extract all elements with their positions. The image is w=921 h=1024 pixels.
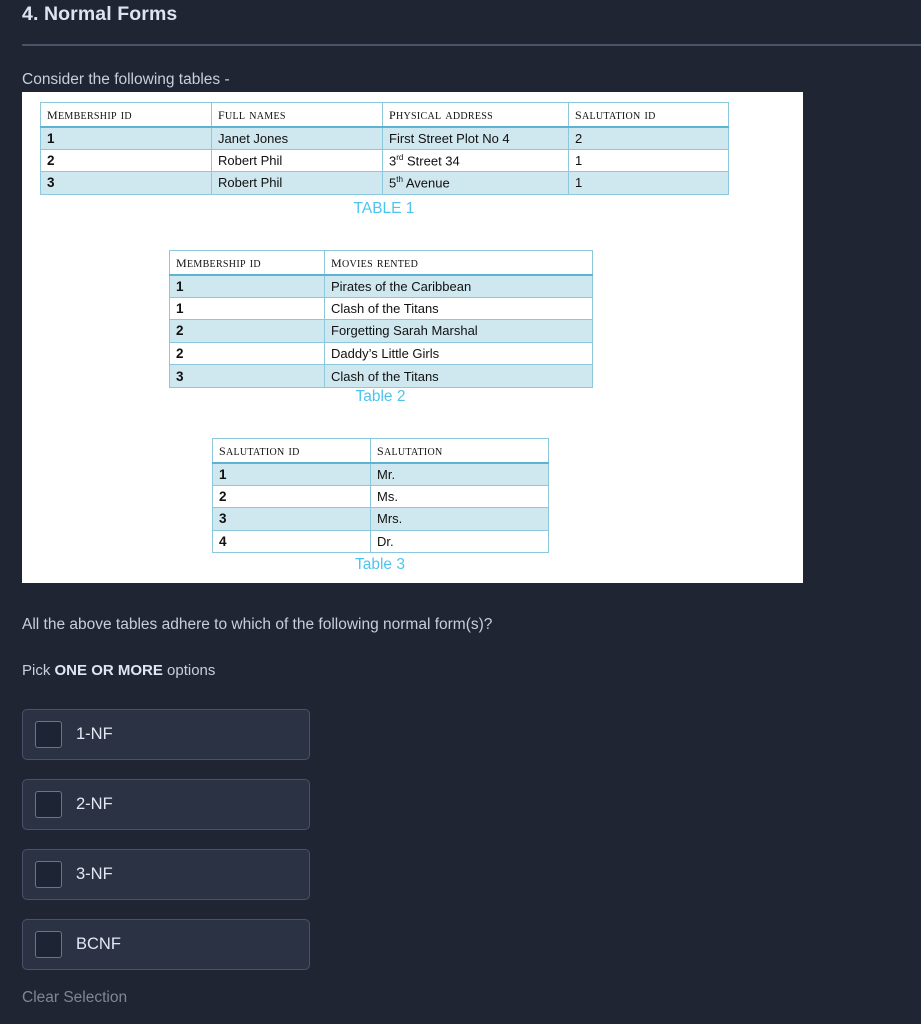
consider-text: Consider the following tables - [22,71,230,88]
figure-table-3: Salutation ID Salutation 1 Mr. 2 Ms. 3 M… [212,438,549,554]
table-row: 3 Mrs. [212,507,549,531]
figure-panel: Membership id Full names Physical Addres… [22,92,803,583]
column-header: Membership id [40,102,212,128]
pick-suffix: options [162,662,216,679]
table-row: 3 Robert Phil 5th Avenue 1 [40,171,729,195]
pick-instruction: Pick ONE OR MORE options [22,662,215,679]
column-header: Salutation [370,438,549,464]
table-header-row: Salutation ID Salutation [212,438,549,464]
question-text: All the above tables adhere to which of … [22,616,493,633]
option-1-nf[interactable]: 1-NF [22,709,310,760]
checkbox-icon[interactable] [35,721,62,748]
table-row: 2 Daddy’s Little Girls [169,341,593,366]
cell-address: 5th Avenue [382,171,569,195]
option-label: 1-NF [76,725,113,743]
option-label: BCNF [76,935,121,953]
table-row: 2 Robert Phil 3rd Street 34 1 [40,148,729,173]
table-3-caption: Table 3 [355,556,405,573]
cell-membership-id: 2 [169,319,325,343]
table-row: 1 Clash of the Titans [169,296,593,321]
cell-movie: Pirates of the Caribbean [324,274,593,298]
table-header-row: Membership id Movies rented [169,250,593,276]
cell-address: First Street Plot No 4 [382,126,569,150]
cell-membership-id: 3 [40,171,212,195]
table-row: 2 Ms. [212,484,549,509]
column-header: Membership id [169,250,325,276]
cell-salutation-id: 2 [212,484,371,509]
figure-table-2: Membership id Movies rented 1 Pirates of… [169,250,593,388]
cell-salutation-id: 2 [568,126,729,150]
cell-salutation-id: 3 [212,507,371,531]
checkbox-icon[interactable] [35,931,62,958]
cell-movie: Clash of the Titans [324,296,593,321]
option-2-nf[interactable]: 2-NF [22,779,310,830]
table-1-caption: TABLE 1 [353,200,415,217]
column-header: Physical Address [382,102,569,128]
page-title: 4. Normal Forms [22,3,178,25]
cell-salutation: Dr. [370,529,549,554]
option-bcnf[interactable]: BCNF [22,919,310,970]
cell-salutation-id: 4 [212,529,371,554]
table-row: 3 Clash of the Titans [169,364,593,388]
cell-salutation: Mrs. [370,507,549,531]
option-label: 3-NF [76,865,113,883]
table-row: 1 Janet Jones First Street Plot No 4 2 [40,126,729,150]
cell-salutation: Mr. [370,462,549,486]
cell-salutation-id: 1 [568,171,729,195]
clear-selection-button[interactable]: Clear Selection [22,989,128,1006]
table-header-row: Membership id Full names Physical Addres… [40,102,729,128]
cell-movie: Forgetting Sarah Marshal [324,319,593,343]
cell-salutation-id: 1 [212,462,371,486]
options-list: 1-NF 2-NF 3-NF BCNF [22,709,310,989]
cell-full-name: Robert Phil [211,148,383,173]
cell-full-name: Janet Jones [211,126,383,150]
table-row: 4 Dr. [212,529,549,554]
cell-full-name: Robert Phil [211,171,383,195]
pick-emphasis: ONE OR MORE [54,662,163,679]
column-header: Movies rented [324,250,593,276]
table-row: 2 Forgetting Sarah Marshal [169,319,593,343]
header-divider [22,44,921,46]
cell-membership-id: 1 [169,274,325,298]
cell-movie: Clash of the Titans [324,364,593,388]
cell-address: 3rd Street 34 [382,148,569,173]
option-3-nf[interactable]: 3-NF [22,849,310,900]
cell-membership-id: 1 [169,296,325,321]
option-label: 2-NF [76,795,113,813]
cell-salutation-id: 1 [568,148,729,173]
figure-table-1: Membership id Full names Physical Addres… [40,102,729,195]
cell-salutation: Ms. [370,484,549,509]
column-header: Salutation ID [212,438,371,464]
column-header: Salutation ID [568,102,729,128]
checkbox-icon[interactable] [35,791,62,818]
table-row: 1 Mr. [212,462,549,486]
table-row: 1 Pirates of the Caribbean [169,274,593,298]
column-header: Full names [211,102,383,128]
cell-membership-id: 1 [40,126,212,150]
checkbox-icon[interactable] [35,861,62,888]
table-2-caption: Table 2 [355,388,406,405]
pick-prefix: Pick [22,662,55,679]
cell-movie: Daddy’s Little Girls [324,341,593,366]
cell-membership-id: 3 [169,364,325,388]
cell-membership-id: 2 [169,341,325,366]
cell-membership-id: 2 [40,148,212,173]
